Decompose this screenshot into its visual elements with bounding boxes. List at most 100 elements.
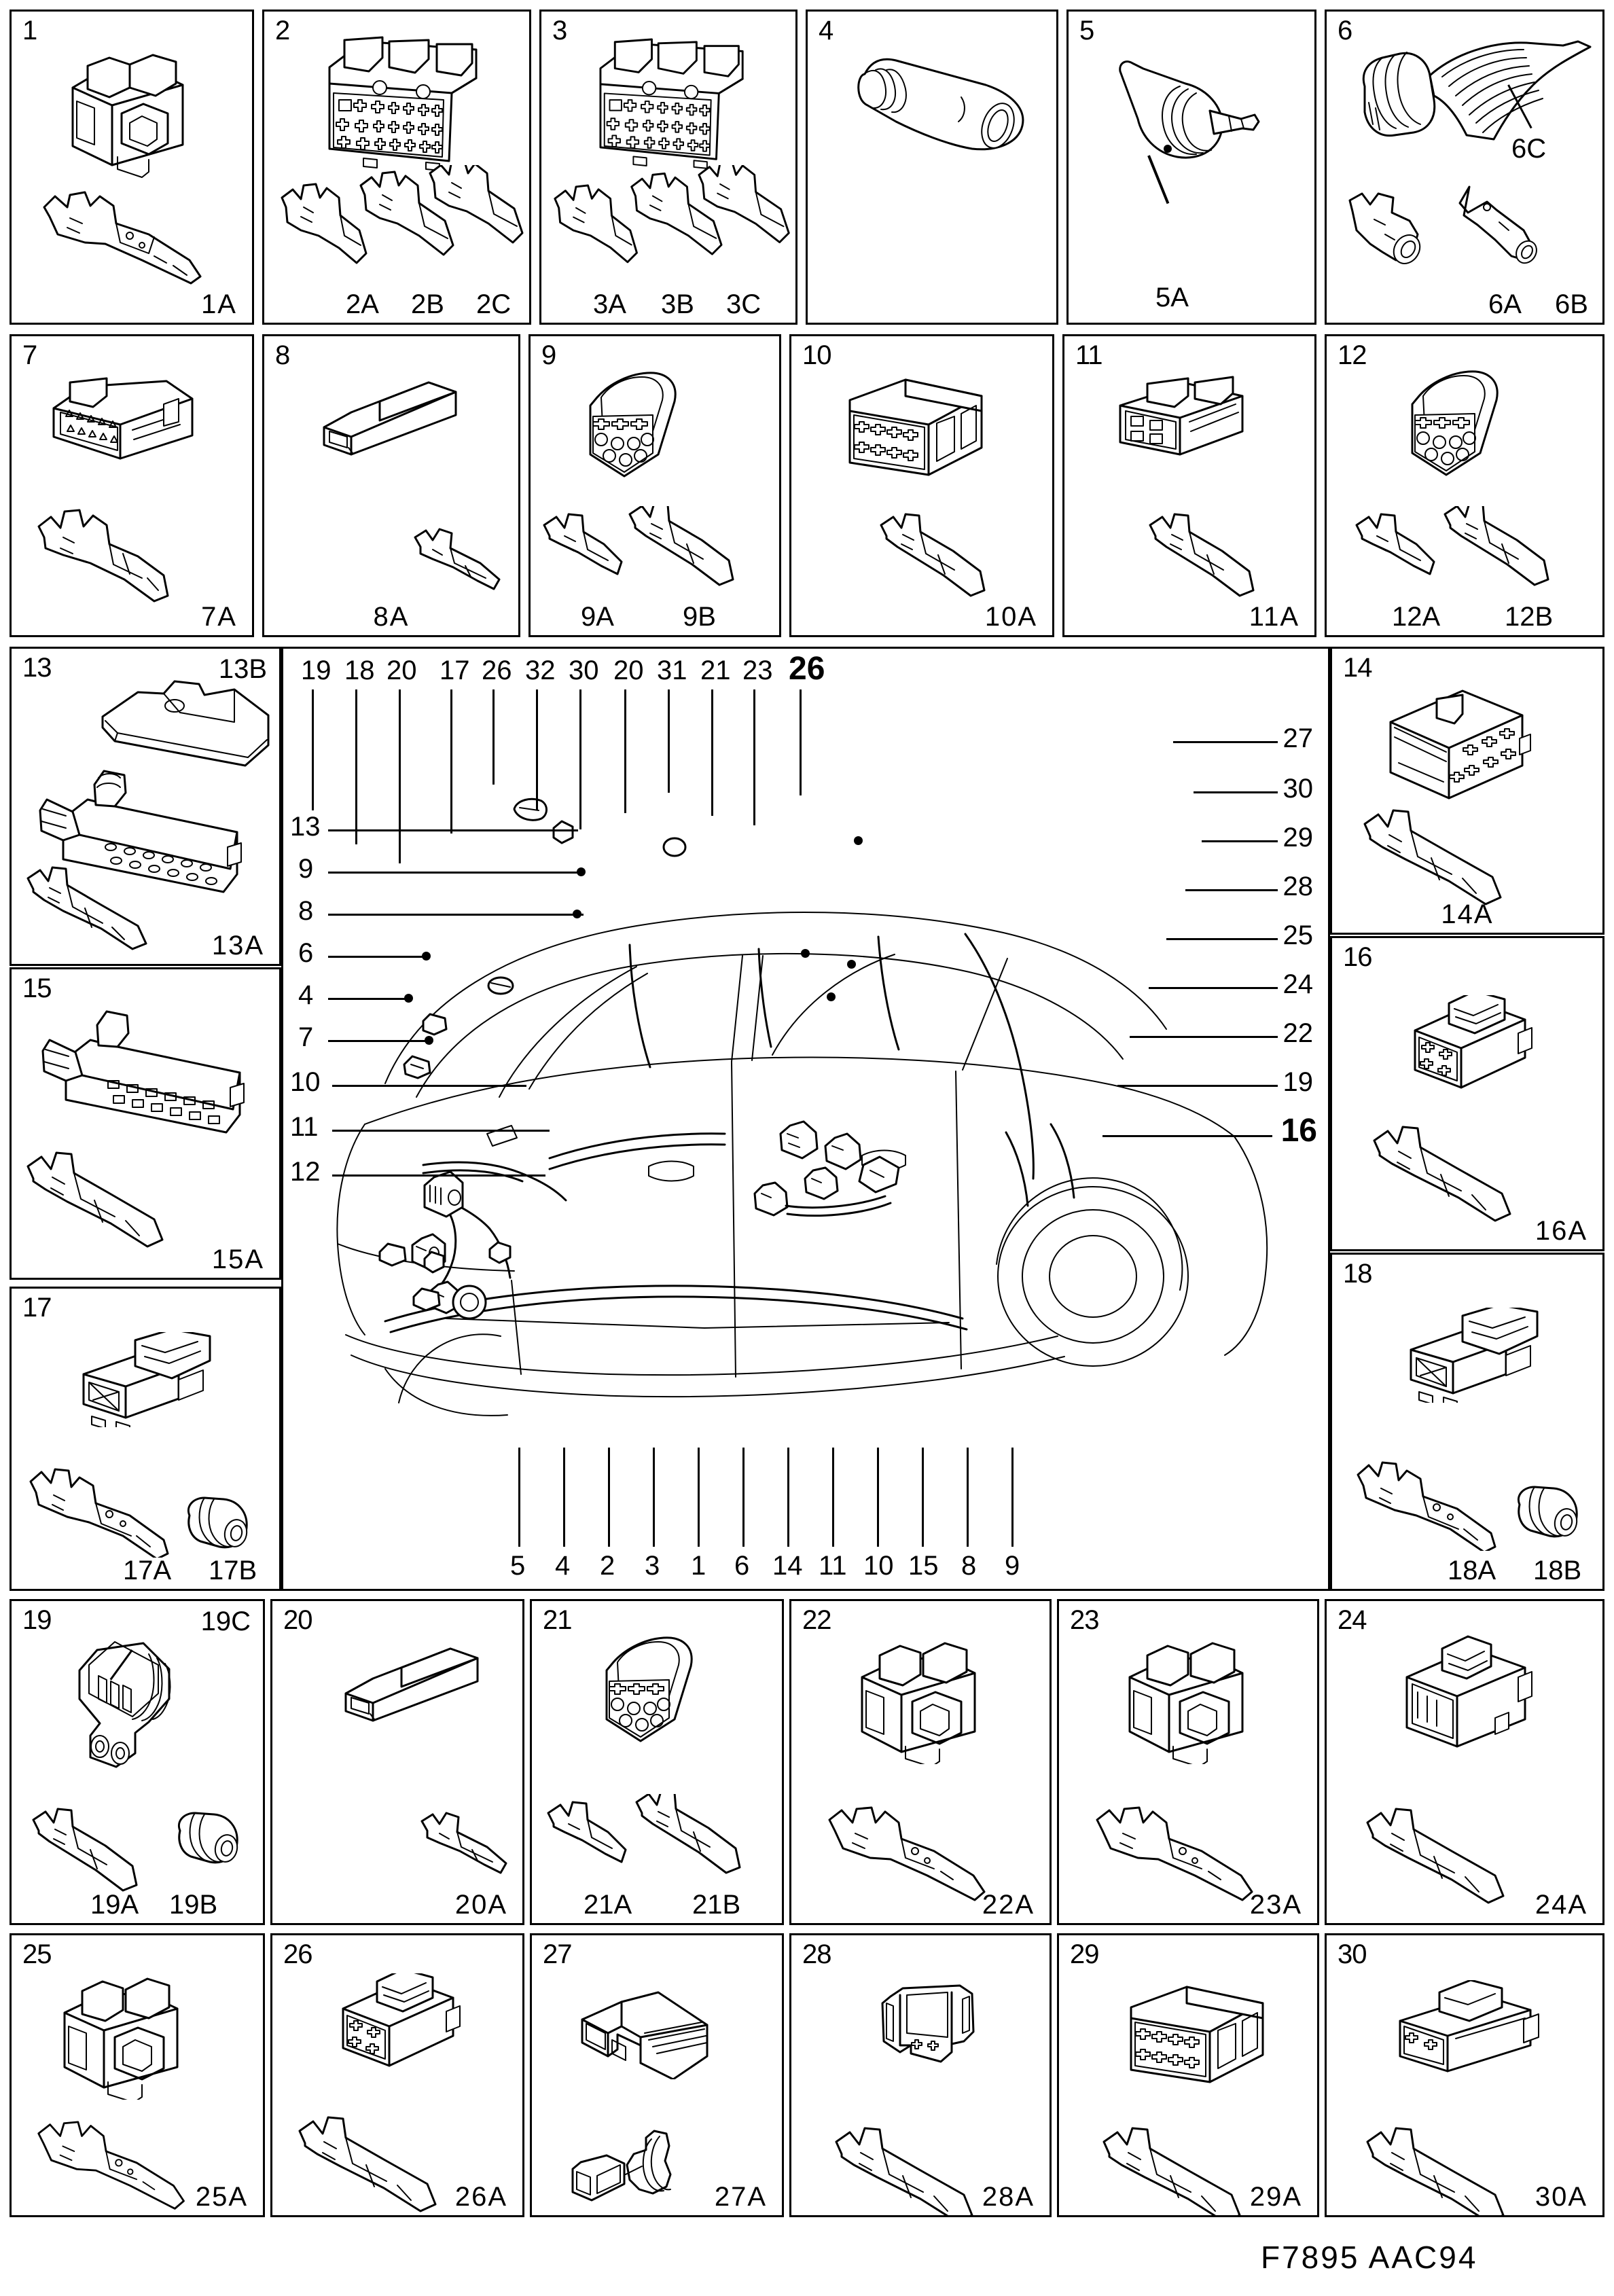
leader-dot-left-8 bbox=[573, 910, 581, 918]
sealed-connector-boot-illustration-5 bbox=[1115, 54, 1285, 183]
part-caption-28a: 28A bbox=[982, 2182, 1035, 2212]
part-caption-19a: 19A bbox=[90, 1890, 139, 1920]
catalog-cell-11[interactable]: 11 bbox=[1062, 334, 1316, 637]
leader-dot-left-4 bbox=[404, 994, 413, 1003]
catalog-cell-15[interactable]: 15 bbox=[10, 967, 281, 1280]
callout-bottom-11: 11 bbox=[819, 1551, 847, 1581]
leader-left-13 bbox=[328, 829, 578, 831]
callout-bottom-3: 3 bbox=[645, 1551, 660, 1581]
leader-bottom-4 bbox=[653, 1448, 655, 1547]
catalog-cell-3[interactable]: 3 bbox=[539, 10, 797, 325]
terminal-illustration-13a bbox=[26, 861, 190, 956]
terminal-illustration-27a bbox=[567, 2127, 723, 2215]
part-caption-27a: 27A bbox=[714, 2182, 767, 2212]
catalog-cell-9[interactable]: 9 bbox=[528, 334, 781, 637]
part-caption-9b: 9B bbox=[683, 602, 716, 632]
catalog-cell-23[interactable]: 23 23A bbox=[1057, 1599, 1319, 1925]
terminal-illustration-9a-9b bbox=[541, 506, 766, 608]
leader-dot-right-30 bbox=[847, 960, 856, 969]
rubber-boot-illustration-4 bbox=[853, 43, 1050, 165]
catalog-cell-22[interactable]: 22 22A bbox=[789, 1599, 1052, 1925]
terminal-illustration-24a bbox=[1365, 1802, 1541, 1904]
catalog-cell-10[interactable]: 10 bbox=[789, 334, 1054, 637]
part-caption-13a: 13A bbox=[211, 931, 264, 961]
catalog-cell-14[interactable]: 14 bbox=[1330, 647, 1604, 935]
catalog-cell-25[interactable]: 25 25A bbox=[10, 1933, 265, 2217]
catalog-cell-21[interactable]: 21 bbox=[530, 1599, 784, 1925]
connector-cover-illustration-13b bbox=[98, 677, 275, 772]
terminal-illustration-21a-21b bbox=[545, 1794, 776, 1896]
cell-number-30: 30 bbox=[1338, 1939, 1367, 1969]
leader-top-2 bbox=[355, 689, 357, 844]
callout-left-8: 8 bbox=[298, 896, 314, 926]
part-caption-7a: 7A bbox=[201, 602, 237, 632]
catalog-cell-4[interactable]: 4 bbox=[806, 10, 1058, 325]
terminal-illustration-14a bbox=[1362, 804, 1539, 905]
catalog-cell-24[interactable]: 24 24A bbox=[1325, 1599, 1604, 1925]
harness-clip-illustration-c bbox=[416, 1007, 453, 1040]
callout-left-4: 4 bbox=[298, 980, 314, 1010]
catalog-cell-27[interactable]: 27 bbox=[530, 1933, 784, 2217]
terminal-illustration-30a bbox=[1365, 2121, 1541, 2215]
leader-left-7 bbox=[328, 1040, 427, 1042]
catalog-cell-20[interactable]: 20 20A bbox=[270, 1599, 524, 1925]
catalog-cell-17[interactable]: 17 bbox=[10, 1287, 281, 1591]
part-caption-15a: 15A bbox=[211, 1244, 264, 1274]
leader-top-5 bbox=[492, 689, 495, 785]
catalog-cell-19[interactable]: 19 19C bbox=[10, 1599, 265, 1925]
connector-body-illustration-15 bbox=[39, 1001, 249, 1136]
terminal-illustration-17a bbox=[28, 1463, 177, 1558]
leader-right-27 bbox=[1173, 741, 1278, 743]
terminal-illustration-25a bbox=[29, 2111, 206, 2212]
callout-bottom-14: 14 bbox=[772, 1551, 803, 1581]
catalog-cell-13[interactable]: 13 bbox=[10, 647, 281, 966]
callout-bottom-8: 8 bbox=[961, 1551, 977, 1581]
vehicle-harness-routing-panel: 19 18 20 17 26 32 30 20 31 21 23 26 13 9… bbox=[281, 647, 1330, 1591]
catalog-cell-12[interactable]: 12 bbox=[1325, 334, 1604, 637]
connector-housing-illustration-30 bbox=[1391, 1980, 1554, 2082]
connector-housing-illustration-24 bbox=[1392, 1635, 1555, 1757]
catalog-cell-6[interactable]: 6 6C bbox=[1325, 10, 1604, 325]
catalog-cell-2[interactable]: 2 bbox=[262, 10, 531, 325]
cell-number-23: 23 bbox=[1070, 1605, 1099, 1635]
leader-bottom-10 bbox=[922, 1448, 924, 1547]
terminal-illustration-20a bbox=[419, 1808, 521, 1882]
callout-left-9: 9 bbox=[298, 854, 314, 884]
connector-housing-illustration-14 bbox=[1386, 685, 1556, 808]
catalog-cell-7[interactable]: 7 bbox=[10, 334, 254, 637]
catalog-cell-30[interactable]: 30 30A bbox=[1325, 1933, 1604, 2217]
terminal-illustration-1a bbox=[40, 180, 217, 295]
catalog-cell-29[interactable]: 29 bbox=[1057, 1933, 1319, 2217]
callout-right-19: 19 bbox=[1283, 1067, 1314, 1097]
part-caption-13b: 13B bbox=[218, 654, 267, 684]
part-caption-20a: 20A bbox=[454, 1890, 507, 1920]
catalog-cell-28[interactable]: 28 28A bbox=[789, 1933, 1052, 2217]
catalog-cell-26[interactable]: 26 bbox=[270, 1933, 524, 2217]
relay-housing-illustration-27 bbox=[577, 1977, 733, 2079]
leader-top-7 bbox=[579, 689, 581, 829]
cell-number-25: 25 bbox=[22, 1939, 52, 1969]
floor-clip-illustration-c bbox=[419, 1246, 450, 1278]
terminal-illustration-16a bbox=[1371, 1120, 1548, 1222]
catalog-cell-5[interactable]: 5 5A bbox=[1066, 10, 1316, 325]
callout-left-11: 11 bbox=[290, 1112, 319, 1142]
catalog-cell-1[interactable]: 1 1A bbox=[10, 10, 254, 325]
part-caption-12a: 12A bbox=[1392, 602, 1441, 632]
cell-number-3: 3 bbox=[552, 16, 567, 46]
callout-right-27: 27 bbox=[1283, 723, 1314, 753]
leader-bottom-1 bbox=[518, 1448, 520, 1547]
callout-top-30: 30 bbox=[569, 656, 599, 685]
fuse-holder-illustration-28 bbox=[873, 1979, 995, 2067]
leader-left-9 bbox=[328, 872, 581, 874]
cell-number-8: 8 bbox=[275, 340, 290, 370]
cell-number-10: 10 bbox=[802, 340, 831, 370]
connector-housing-illustration-22 bbox=[840, 1635, 1003, 1764]
part-caption-30a: 30A bbox=[1535, 2182, 1588, 2212]
catalog-cell-16[interactable]: 16 bbox=[1330, 936, 1604, 1251]
catalog-cell-18[interactable]: 18 bbox=[1330, 1253, 1604, 1591]
callout-bottom-9: 9 bbox=[1005, 1551, 1020, 1581]
part-caption-6b: 6B bbox=[1555, 289, 1588, 319]
catalog-cell-8[interactable]: 8 8A bbox=[262, 334, 520, 637]
part-caption-22a: 22A bbox=[982, 1890, 1035, 1920]
part-caption-12b: 12B bbox=[1505, 602, 1554, 632]
